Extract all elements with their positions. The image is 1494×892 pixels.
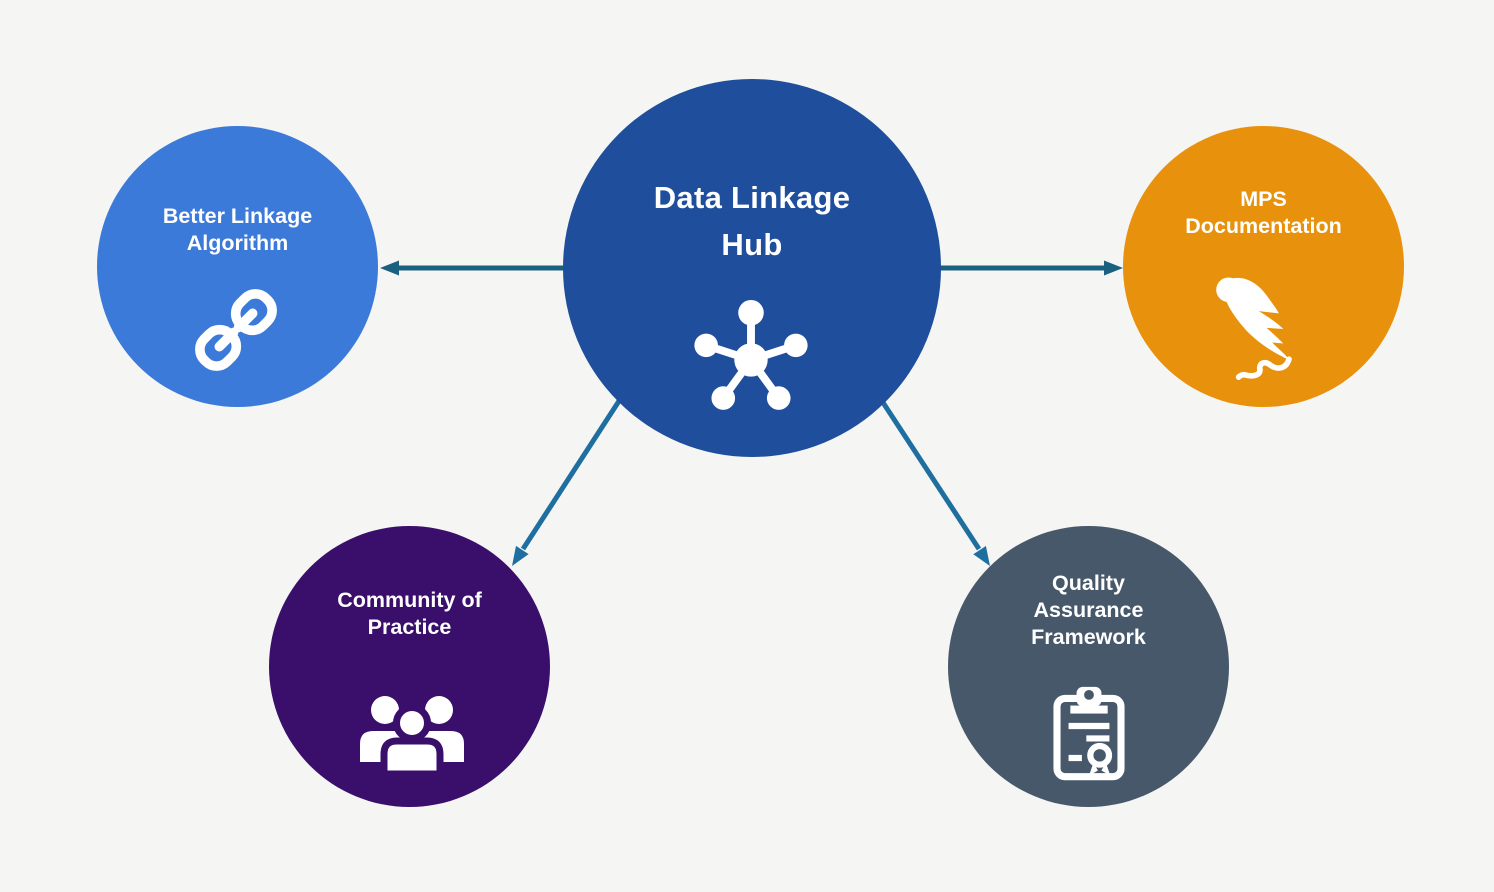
title-line: MPS: [1240, 187, 1287, 211]
arrow-hub-to-quality-assurance: [879, 399, 990, 566]
title-line: Community of: [337, 588, 482, 612]
certificate-icon: [1053, 686, 1125, 781]
network-hub-icon: [694, 299, 808, 410]
node-title: MPS Documentation: [1123, 186, 1404, 240]
node-better-linkage-algorithm: Better Linkage Algorithm: [97, 126, 378, 407]
node-title: Quality Assurance Framework: [948, 570, 1229, 651]
quill-feather-icon: [1216, 277, 1292, 380]
title-line: Data Linkage: [653, 180, 851, 215]
node-mps-documentation: MPS Documentation: [1123, 126, 1404, 407]
node-title: Community of Practice: [269, 587, 550, 641]
title-line: Practice: [367, 615, 452, 639]
title-line: Algorithm: [186, 231, 289, 255]
node-community-of-practice: Community of Practice: [269, 526, 550, 807]
people-group-icon: [360, 696, 464, 778]
node-data-linkage-hub: Data Linkage Hub: [563, 79, 941, 457]
node-title: Data Linkage Hub: [563, 174, 941, 268]
title-line: Quality: [1052, 571, 1125, 595]
arrow-hub-to-better-linkage: [380, 260, 566, 276]
arrow-hub-to-mps-documentation: [938, 260, 1123, 276]
title-line: Hub: [721, 227, 783, 262]
title-line: Better Linkage: [162, 204, 313, 228]
node-quality-assurance-framework: Quality Assurance Framework: [948, 526, 1229, 807]
title-line: Assurance: [1033, 598, 1144, 622]
title-line: Framework: [1031, 625, 1146, 649]
node-title: Better Linkage Algorithm: [97, 203, 378, 257]
arrow-hub-to-community-of-practice: [512, 399, 622, 566]
title-line: Documentation: [1185, 214, 1342, 238]
chain-link-icon: [195, 289, 277, 371]
